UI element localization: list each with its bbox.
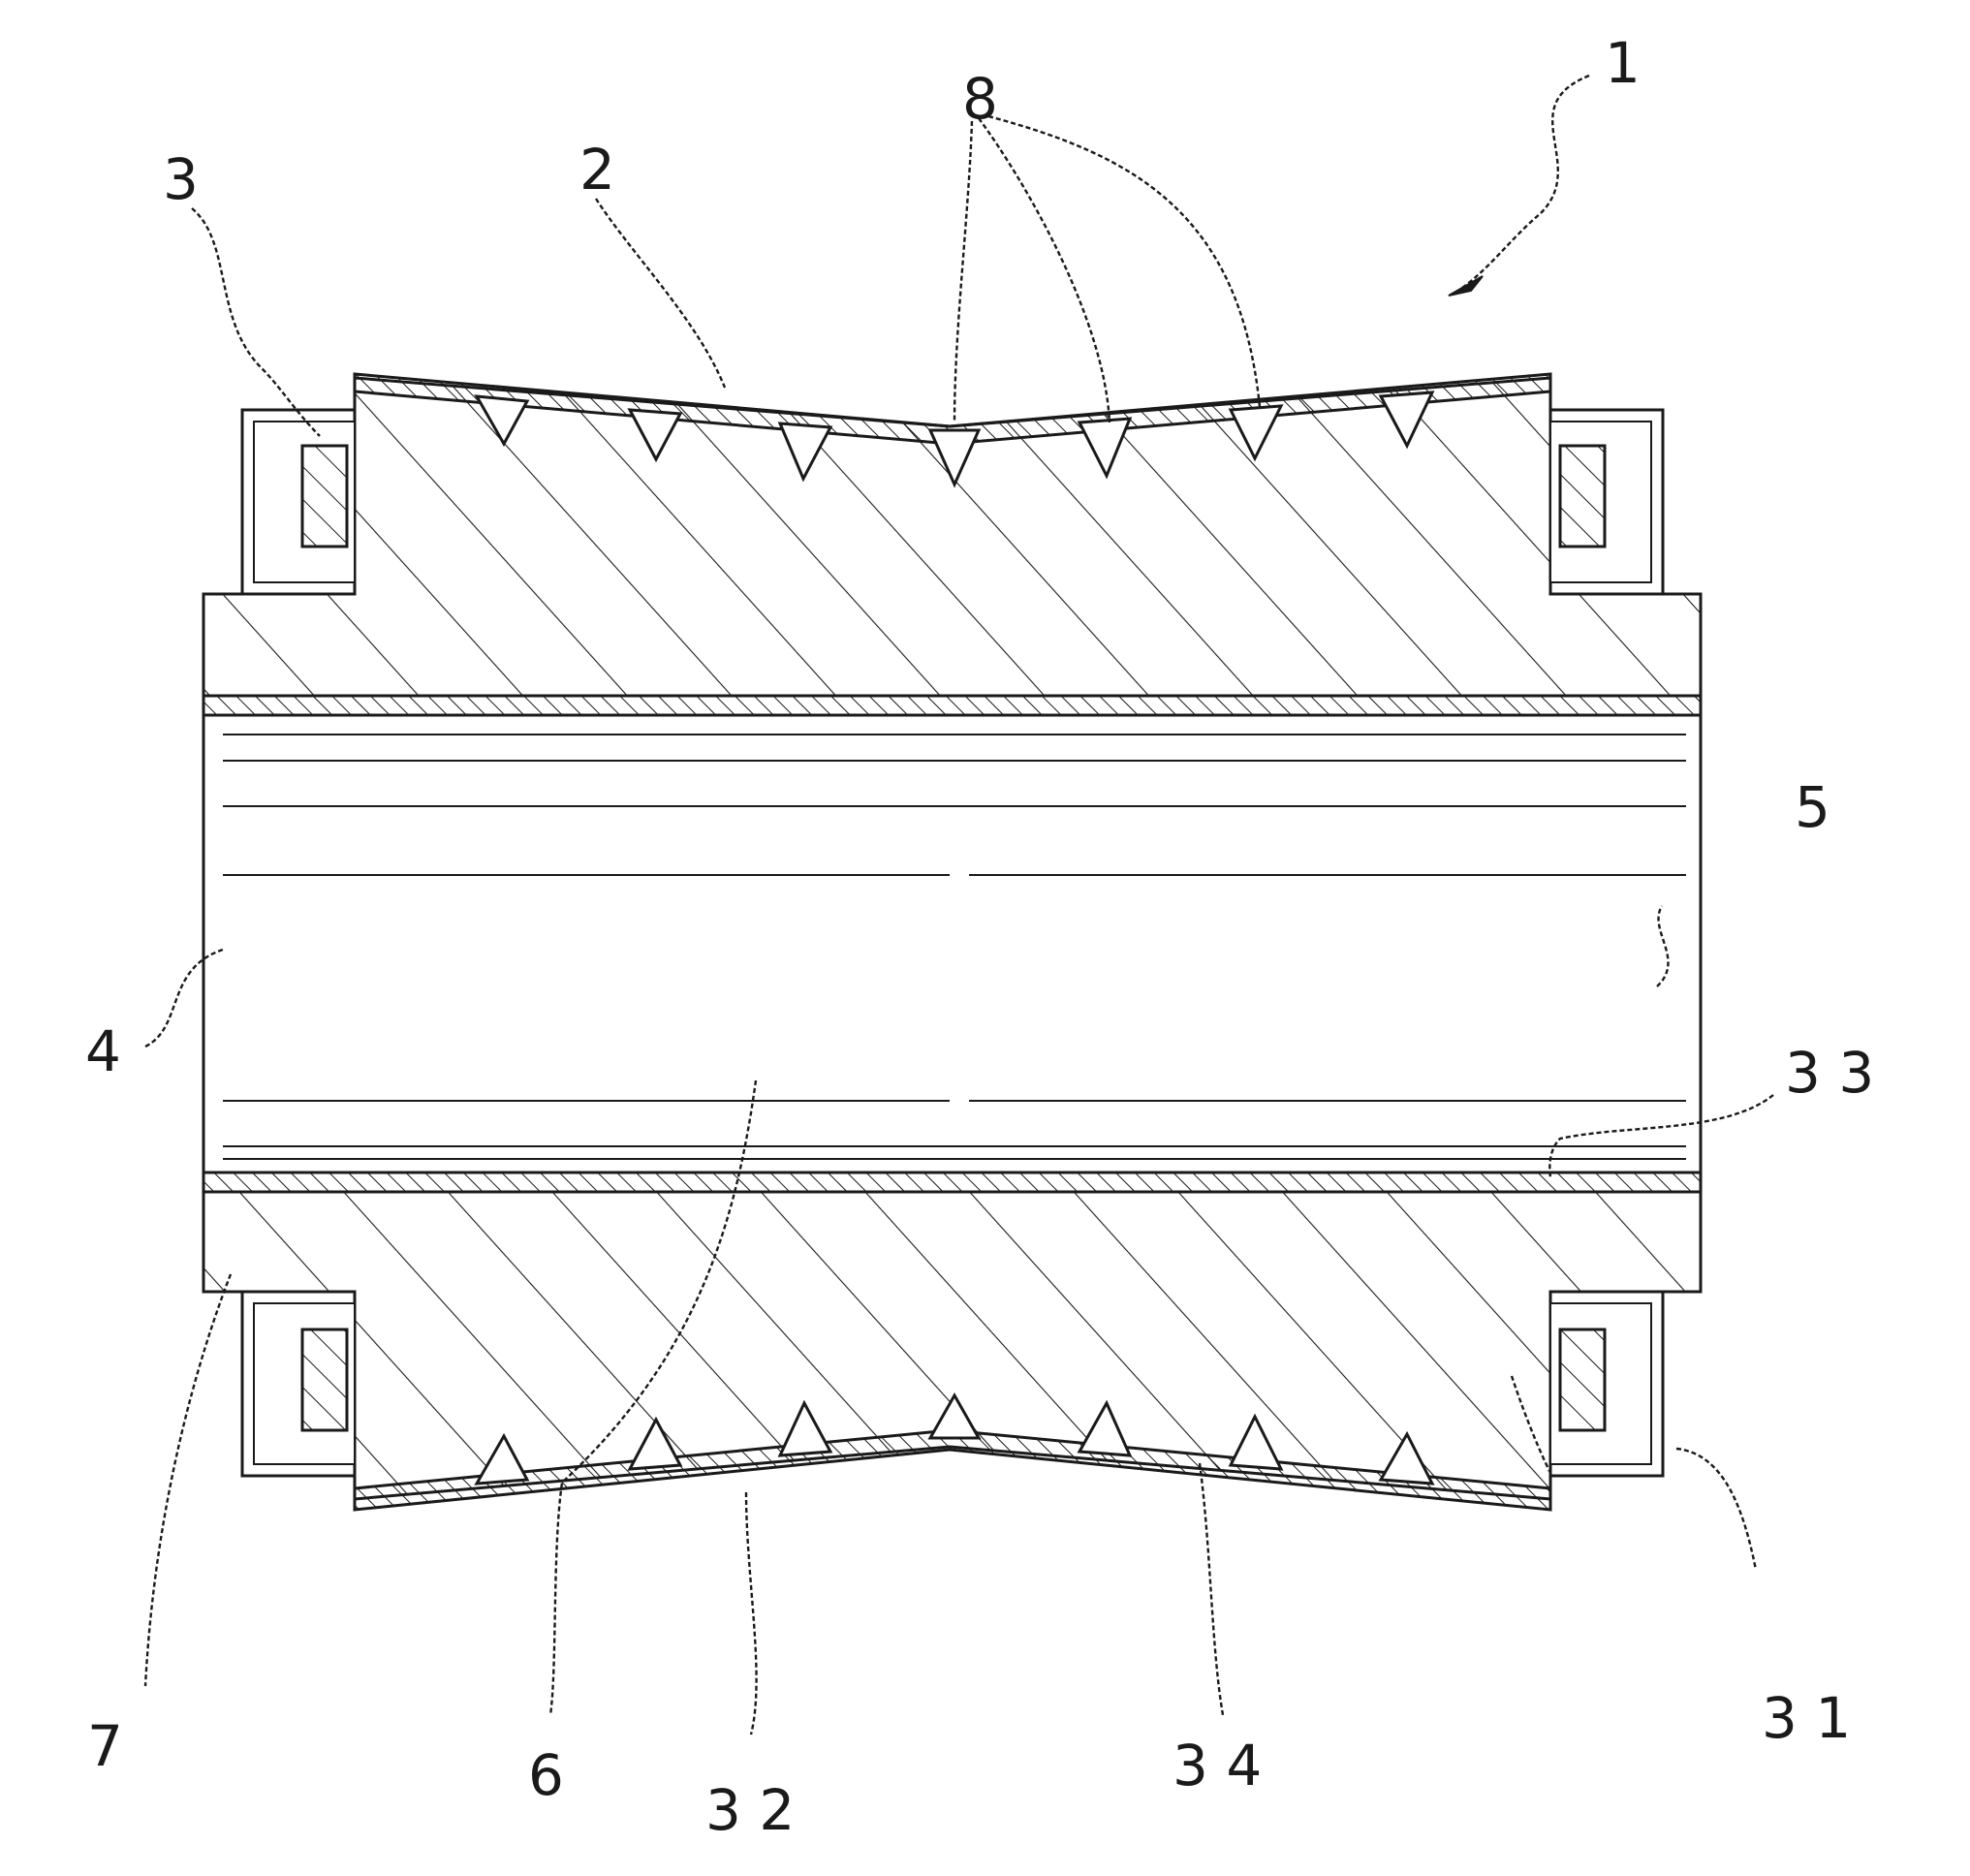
inner-sleeve-upper-wall — [203, 696, 1701, 715]
label-5: 5 — [1795, 774, 1830, 840]
label-34: 3 4 — [1173, 1733, 1262, 1798]
end-bracket-bottom-right — [1550, 1292, 1663, 1476]
label-31: 3 1 — [1762, 1685, 1851, 1751]
arrow-head-icon — [1449, 276, 1483, 296]
label-7: 7 — [87, 1713, 123, 1779]
label-3: 3 — [163, 146, 199, 212]
end-bracket-top-left — [242, 410, 355, 594]
label-2: 2 — [579, 137, 615, 203]
stopper-top-right — [1560, 446, 1605, 547]
label-1: 1 — [1605, 30, 1641, 96]
label-33: 3 3 — [1785, 1040, 1874, 1106]
stopper-bottom-right — [1560, 1329, 1605, 1430]
inner-sleeve-lower-wall — [203, 1172, 1701, 1192]
inner-shaft-bore — [203, 715, 1701, 1172]
stopper-top-left — [302, 446, 347, 547]
label-6: 6 — [528, 1742, 564, 1808]
end-bracket-bottom-left — [242, 1292, 355, 1476]
end-bracket-top-right — [1550, 410, 1663, 594]
label-32: 3 2 — [705, 1777, 795, 1843]
stopper-bottom-left — [302, 1329, 347, 1430]
label-4: 4 — [85, 1018, 121, 1084]
label-8: 8 — [962, 66, 998, 132]
elastic-body-lower — [203, 1192, 1701, 1499]
